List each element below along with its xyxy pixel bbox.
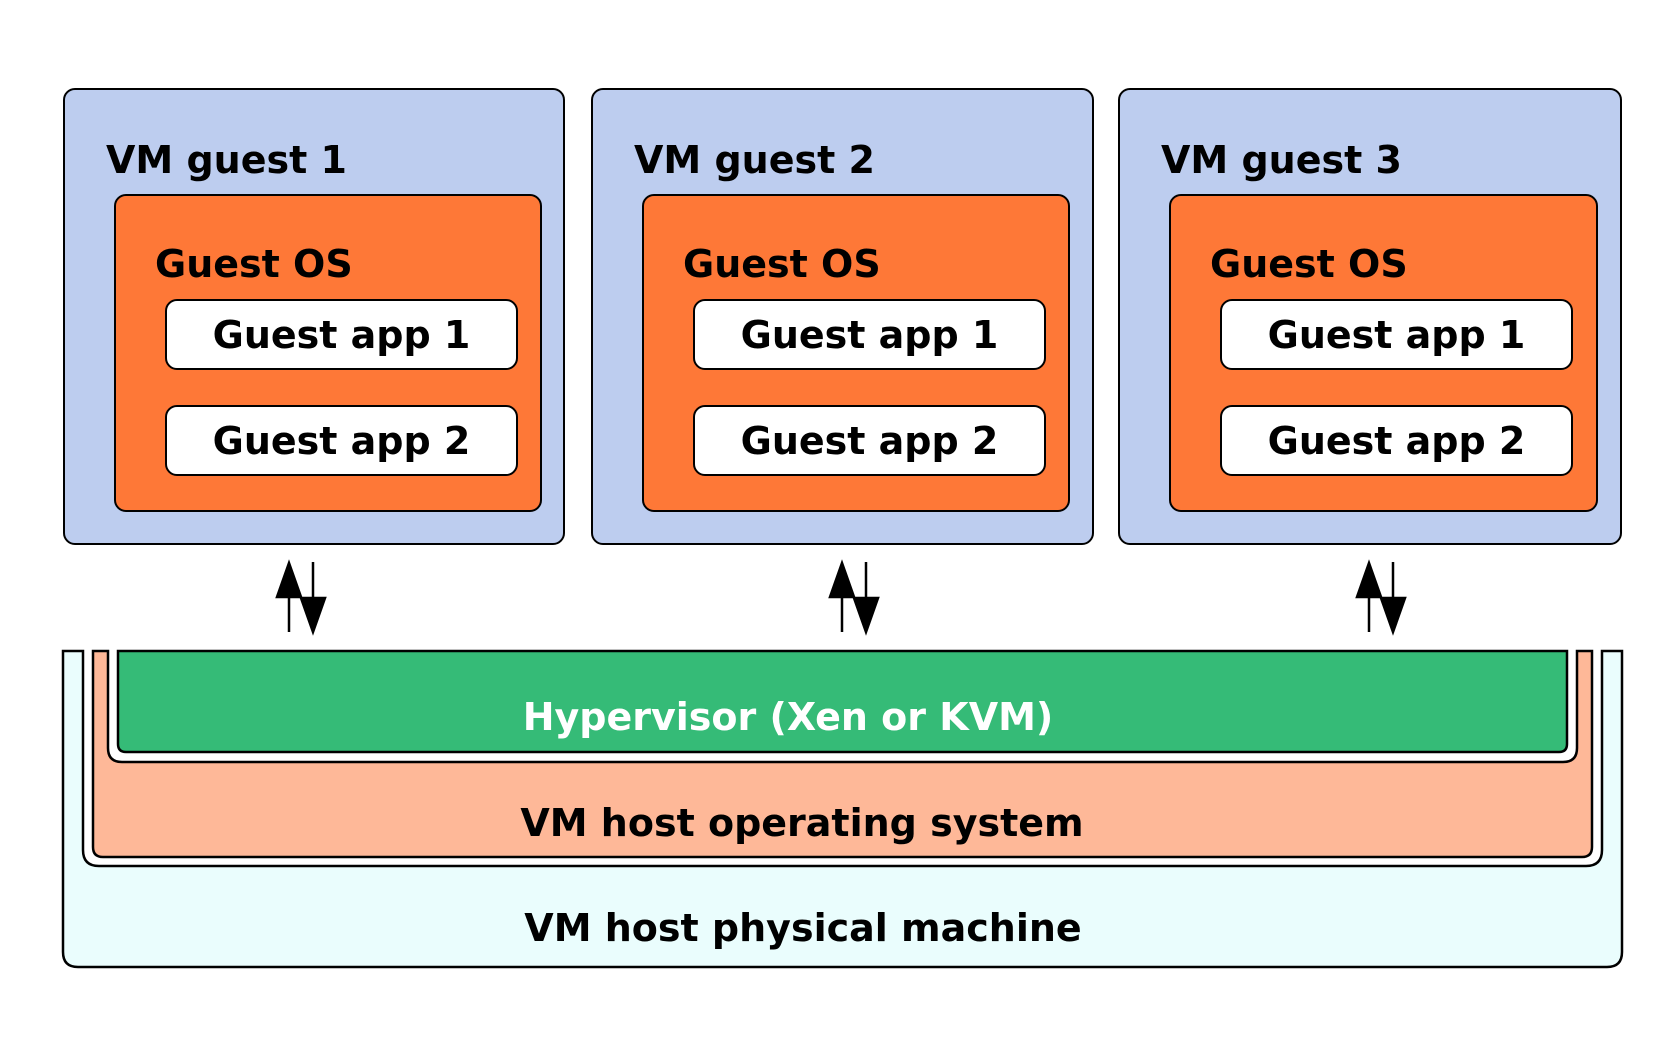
- vm-guest-2: VM guest 2 Guest OS Guest app 1 Guest ap…: [591, 88, 1094, 545]
- guest-app-label: Guest app 2: [1267, 418, 1526, 463]
- guest-app-2: Guest app 2: [165, 405, 518, 476]
- vm-guest-1: VM guest 1 Guest OS Guest app 1 Guest ap…: [63, 88, 565, 545]
- guest-app-label: Guest app 1: [212, 312, 471, 357]
- host-os-label: VM host operating system: [520, 801, 1084, 845]
- guest-os-title: Guest OS: [155, 242, 353, 286]
- guest-app-1: Guest app 1: [693, 299, 1046, 370]
- vm-guest-title: VM guest 1: [106, 138, 347, 182]
- guest-app-label: Guest app 1: [1267, 312, 1526, 357]
- physical-machine-label: VM host physical machine: [524, 906, 1082, 950]
- guest-os-title: Guest OS: [683, 242, 881, 286]
- hypervisor-shape: [116, 649, 1569, 754]
- vm-guest-3: VM guest 3 Guest OS Guest app 1 Guest ap…: [1118, 88, 1622, 545]
- guest-os: Guest OS Guest app 1 Guest app 2: [642, 194, 1070, 512]
- physical-machine-shape: [61, 649, 1624, 969]
- guest-app-label: Guest app 2: [212, 418, 471, 463]
- arrow-pair-3: [1355, 559, 1407, 636]
- hypervisor-label: Hypervisor (Xen or KVM): [522, 695, 1054, 739]
- vm-guest-title: VM guest 3: [1161, 138, 1402, 182]
- guest-app-1: Guest app 1: [165, 299, 518, 370]
- guest-app-label: Guest app 1: [740, 312, 999, 357]
- guest-app-1: Guest app 1: [1220, 299, 1573, 370]
- guest-os: Guest OS Guest app 1 Guest app 2: [1169, 194, 1598, 512]
- guest-os-title: Guest OS: [1210, 242, 1408, 286]
- guest-app-2: Guest app 2: [693, 405, 1046, 476]
- arrow-pair-2: [828, 559, 880, 636]
- host-os-shape: [91, 649, 1594, 859]
- vm-guest-title: VM guest 2: [634, 138, 875, 182]
- guest-app-2: Guest app 2: [1220, 405, 1573, 476]
- guest-app-label: Guest app 2: [740, 418, 999, 463]
- arrow-pair-1: [275, 559, 327, 636]
- guest-os: Guest OS Guest app 1 Guest app 2: [114, 194, 542, 512]
